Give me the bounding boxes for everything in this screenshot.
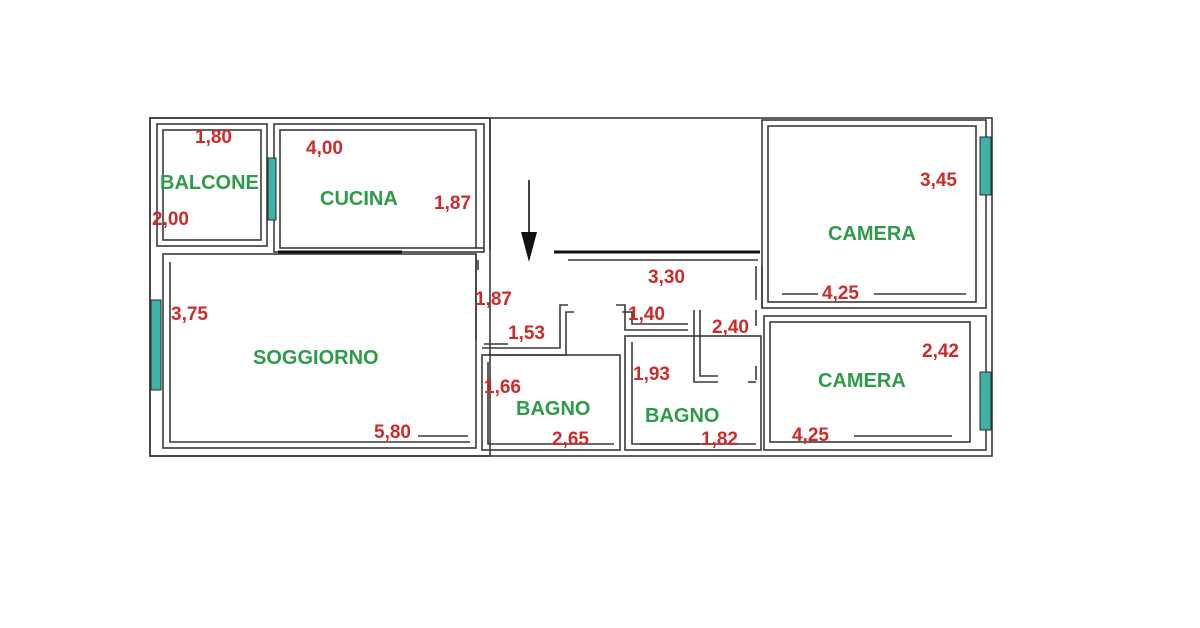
room-label-bagno-1: BAGNO bbox=[516, 398, 590, 420]
dim-bagno-1-depth: 1,66 bbox=[484, 377, 521, 398]
dim-cucina-width: 4,00 bbox=[306, 138, 343, 159]
dim-hall-width: 3,30 bbox=[648, 267, 685, 288]
dim-hall-step-b: 1,40 bbox=[628, 304, 665, 325]
dimension-lines bbox=[418, 293, 966, 445]
dim-camera-2-depth: 2,42 bbox=[922, 341, 959, 362]
bagno-1-walls bbox=[481, 354, 621, 451]
dim-corridor-length: 2,40 bbox=[712, 317, 749, 338]
hall-walls bbox=[477, 250, 760, 356]
window-soggiorno bbox=[150, 299, 162, 391]
dim-hall-step-a: 1,53 bbox=[508, 323, 545, 344]
dim-soggiorno-width: 5,80 bbox=[374, 422, 411, 443]
dim-soggiorno-depth: 3,75 bbox=[171, 304, 208, 325]
outer-walls bbox=[149, 117, 993, 457]
room-label-camera-2: CAMERA bbox=[818, 370, 906, 392]
room-label-camera-1: CAMERA bbox=[828, 223, 916, 245]
dim-bagno-2-depth: 1,93 bbox=[633, 364, 670, 385]
room-label-bagno-2: BAGNO bbox=[645, 405, 719, 427]
dim-bagno-1-width: 2,65 bbox=[552, 429, 589, 450]
dim-balcone-depth: 2,00 bbox=[152, 209, 189, 230]
down-arrow-icon bbox=[521, 180, 537, 262]
dim-cucina-depth: 1,87 bbox=[434, 193, 471, 214]
building-outline bbox=[149, 117, 993, 457]
dim-camera-2-width: 4,25 bbox=[792, 425, 829, 446]
soggiorno-walls bbox=[162, 253, 477, 449]
room-label-balcone: BALCONE bbox=[160, 172, 259, 194]
dimension-labels: 1,80 2,00 4,00 1,87 3,75 5,80 1,87 3,30 … bbox=[152, 127, 959, 450]
dim-bagno-2-width: 1,82 bbox=[701, 429, 738, 450]
room-labels: BALCONE CUCINA SOGGIORNO BAGNO BAGNO CAM… bbox=[160, 172, 916, 427]
dim-camera-1-width: 4,25 bbox=[822, 283, 859, 304]
window-camera-1 bbox=[979, 136, 992, 196]
balcone-walls bbox=[156, 123, 268, 247]
window-balcone bbox=[267, 157, 277, 221]
camera-1-walls bbox=[761, 119, 987, 309]
dim-balcone-width: 1,80 bbox=[195, 127, 232, 148]
window-camera-2 bbox=[979, 371, 992, 431]
bagno-2-walls bbox=[624, 310, 762, 451]
windows bbox=[150, 136, 992, 431]
room-label-cucina: CUCINA bbox=[320, 188, 398, 210]
dim-hall-depth: 1,87 bbox=[475, 289, 512, 310]
dim-camera-1-depth: 3,45 bbox=[920, 170, 957, 191]
room-label-soggiorno: SOGGIORNO bbox=[253, 347, 379, 369]
